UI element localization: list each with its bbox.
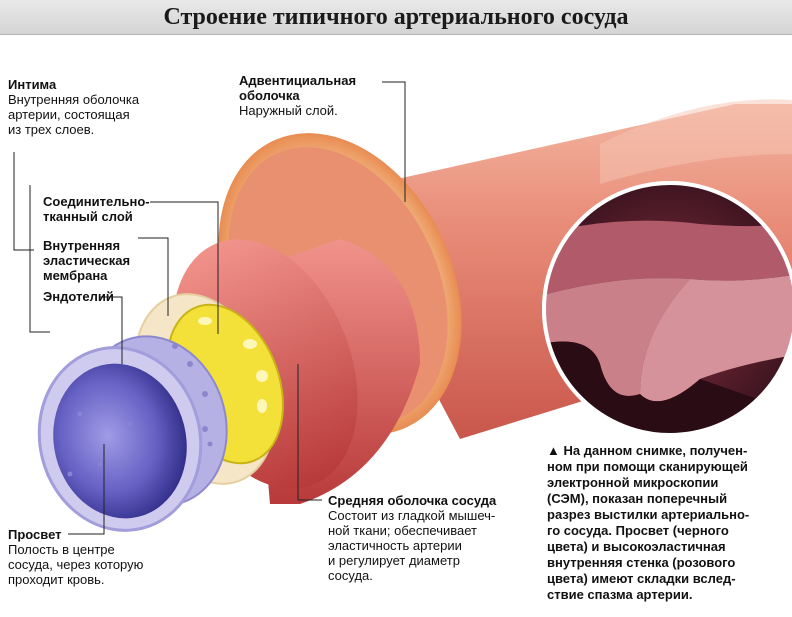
media-label: Средняя оболочка сосуда Состоит из гладк… xyxy=(328,493,496,583)
caption-line: внутренняя стенка (розового xyxy=(547,555,736,570)
leader-lines xyxy=(13,81,406,535)
caption-line: го сосуда. Просвет (черного xyxy=(547,523,729,538)
lumen-label: Просвет Полость в центре сосуда, через к… xyxy=(8,527,143,587)
elastic-line: мембрана xyxy=(43,268,108,283)
caption-line: (СЭМ), показан поперечный xyxy=(547,491,728,506)
elastic-line: эластическая xyxy=(43,253,131,268)
lumen-text-line: сосуда, через которую xyxy=(8,557,144,572)
caption-marker: ▲ xyxy=(547,443,560,458)
caption-line: электронной микроскопии xyxy=(547,475,719,490)
lumen-text-line: проходит кровь. xyxy=(8,572,105,587)
intima-text-line: из трех слоев. xyxy=(8,122,95,137)
intima-label: Интима Внутренняя оболочка артерии, сост… xyxy=(8,77,139,137)
connective-label: Соединительно- тканный слой xyxy=(43,194,150,224)
media-text-line: и регулирует диаметр xyxy=(328,553,460,568)
adventitia-heading: оболочка xyxy=(239,88,300,103)
elastic-line: Внутренняя xyxy=(43,238,121,253)
media-text-line: ной ткани; обеспечивает xyxy=(328,523,477,538)
intima-heading: Интима xyxy=(8,77,57,92)
sem-micrograph xyxy=(542,181,792,437)
intima-text-line: Внутренняя оболочка xyxy=(8,92,140,107)
title-bar: Строение типичного артериального сосуда xyxy=(0,0,792,35)
adventitia-text: Наружный слой. xyxy=(239,103,338,118)
adventitia-label: Адвентициальная оболочка Наружный слой. xyxy=(239,73,356,118)
lumen-text-line: Полость в центре xyxy=(8,542,115,557)
caption-line: цвета) и высокоэластичная xyxy=(547,539,726,554)
caption-line: ствие спазма артерии. xyxy=(547,587,693,602)
endothelium-label: Эндотелий xyxy=(43,289,114,304)
artery-illustration xyxy=(13,81,792,535)
caption-line: На данном снимке, получен- xyxy=(563,443,748,458)
caption-line: ном при помощи сканирующей xyxy=(547,459,748,474)
page-title: Строение типичного артериального сосуда xyxy=(163,4,629,30)
endothelium-heading: Эндотелий xyxy=(43,289,114,304)
intima-text-line: артерии, состоящая xyxy=(8,107,130,122)
caption-line: разрез выстилки артериально- xyxy=(547,507,750,522)
media-heading: Средняя оболочка сосуда xyxy=(328,493,497,508)
adventitia-heading: Адвентициальная xyxy=(239,73,357,88)
connective-line: Соединительно- xyxy=(43,194,150,209)
lumen-opening xyxy=(37,346,203,532)
elastic-membrane-label: Внутренняя эластическая мембрана xyxy=(43,238,130,283)
connective-line: тканный слой xyxy=(43,209,133,224)
lumen-heading: Просвет xyxy=(8,527,62,542)
media-text-line: Состоит из гладкой мышеч- xyxy=(328,508,496,523)
media-text-line: сосуда. xyxy=(328,568,373,583)
sem-caption: ▲ На данном снимке, получен- ном при пом… xyxy=(547,443,787,603)
caption-line: цвета) имеют складки вслед- xyxy=(547,571,736,586)
media-text-line: эластичность артерии xyxy=(328,538,462,553)
